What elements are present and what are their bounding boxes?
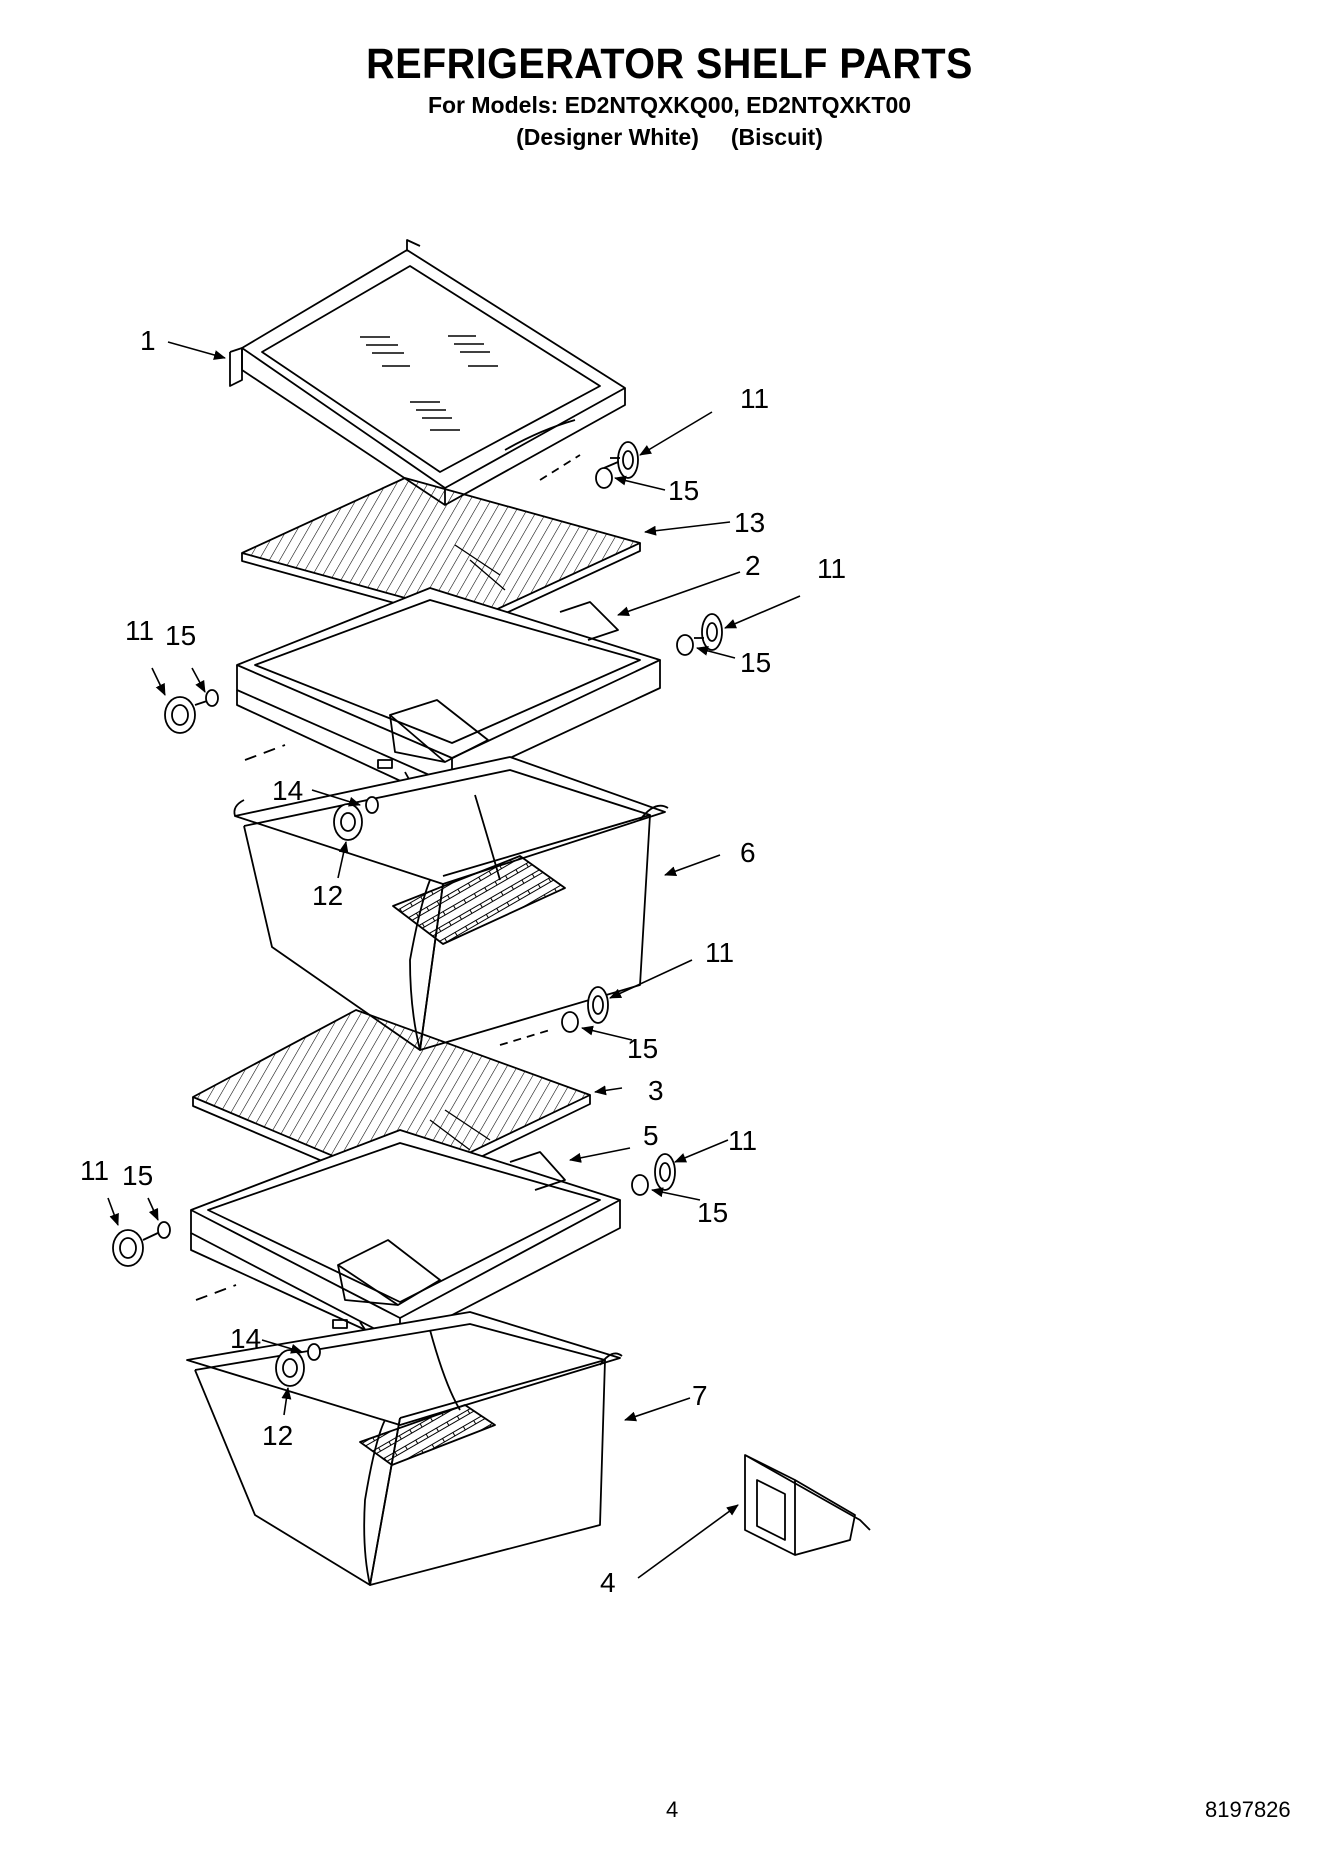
part-6-upper-crisper-drawer — [233, 756, 669, 1051]
part-2-crisper-frame — [236, 587, 661, 791]
fastener-15-d — [561, 1011, 579, 1033]
callout-4: 4 — [600, 1567, 616, 1598]
page-title: REFRIGERATOR SHELF PARTS — [366, 40, 973, 88]
fastener-11-f — [112, 1229, 161, 1267]
callout-12-a: 12 — [312, 880, 343, 911]
part-7-lower-crisper-drawer — [186, 1311, 623, 1586]
callout-2: 2 — [745, 550, 761, 581]
callout-11-e: 11 — [728, 1125, 757, 1156]
fastener-11-b — [694, 613, 723, 651]
part-5-lower-crisper-frame — [190, 1129, 621, 1343]
callout-15-d: 15 — [627, 1033, 658, 1064]
fastener-15-f — [157, 1221, 171, 1239]
part-4-frame — [744, 1454, 871, 1556]
callout-15-a: 15 — [668, 475, 699, 506]
callout-13: 13 — [734, 507, 765, 538]
callout-14-b: 14 — [230, 1323, 261, 1354]
models-line: For Models: ED2NTQXKQ00, ED2NTQXKT00 — [427, 92, 912, 118]
callout-7: 7 — [692, 1380, 708, 1411]
callout-15-e: 15 — [697, 1197, 728, 1228]
fastener-11-e — [654, 1153, 676, 1191]
callout-11-d: 11 — [705, 937, 734, 968]
callout-5: 5 — [643, 1120, 659, 1151]
callout-15-f: 15 — [122, 1160, 153, 1191]
document-number: 8197826 — [1205, 1797, 1291, 1822]
callout-1: 1 — [140, 325, 156, 356]
callout-15-c: 15 — [165, 620, 196, 651]
callout-3: 3 — [648, 1075, 664, 1106]
fastener-14-b — [307, 1343, 321, 1361]
model-variants: (Designer White) (Biscuit) — [0, 124, 1339, 151]
fastener-15-a — [595, 461, 619, 489]
callout-11-f: 11 — [80, 1155, 109, 1186]
fastener-12-b — [275, 1349, 305, 1387]
fastener-15-e — [631, 1174, 649, 1196]
callout-14-a: 14 — [272, 775, 303, 806]
variant-designer-white: (Designer White) — [516, 124, 699, 150]
callout-15-b: 15 — [740, 647, 771, 678]
fastener-15-b — [676, 634, 694, 656]
page-number: 4 — [666, 1797, 679, 1822]
variant-biscuit: (Biscuit) — [730, 124, 823, 150]
fastener-14-a — [365, 796, 379, 814]
callout-11-b: 11 — [817, 553, 846, 584]
fastener-11-a — [610, 441, 639, 479]
callout-11-a: 11 — [740, 383, 769, 414]
callout-6: 6 — [740, 837, 756, 868]
fastener-12-a — [333, 803, 363, 841]
callout-11-c: 11 — [125, 615, 154, 646]
fastener-11-d — [587, 986, 609, 1024]
callout-12-b: 12 — [262, 1420, 293, 1451]
fastener-15-c — [205, 689, 219, 707]
fastener-11-c — [164, 696, 211, 734]
part-1-glass-shelf — [229, 239, 626, 506]
